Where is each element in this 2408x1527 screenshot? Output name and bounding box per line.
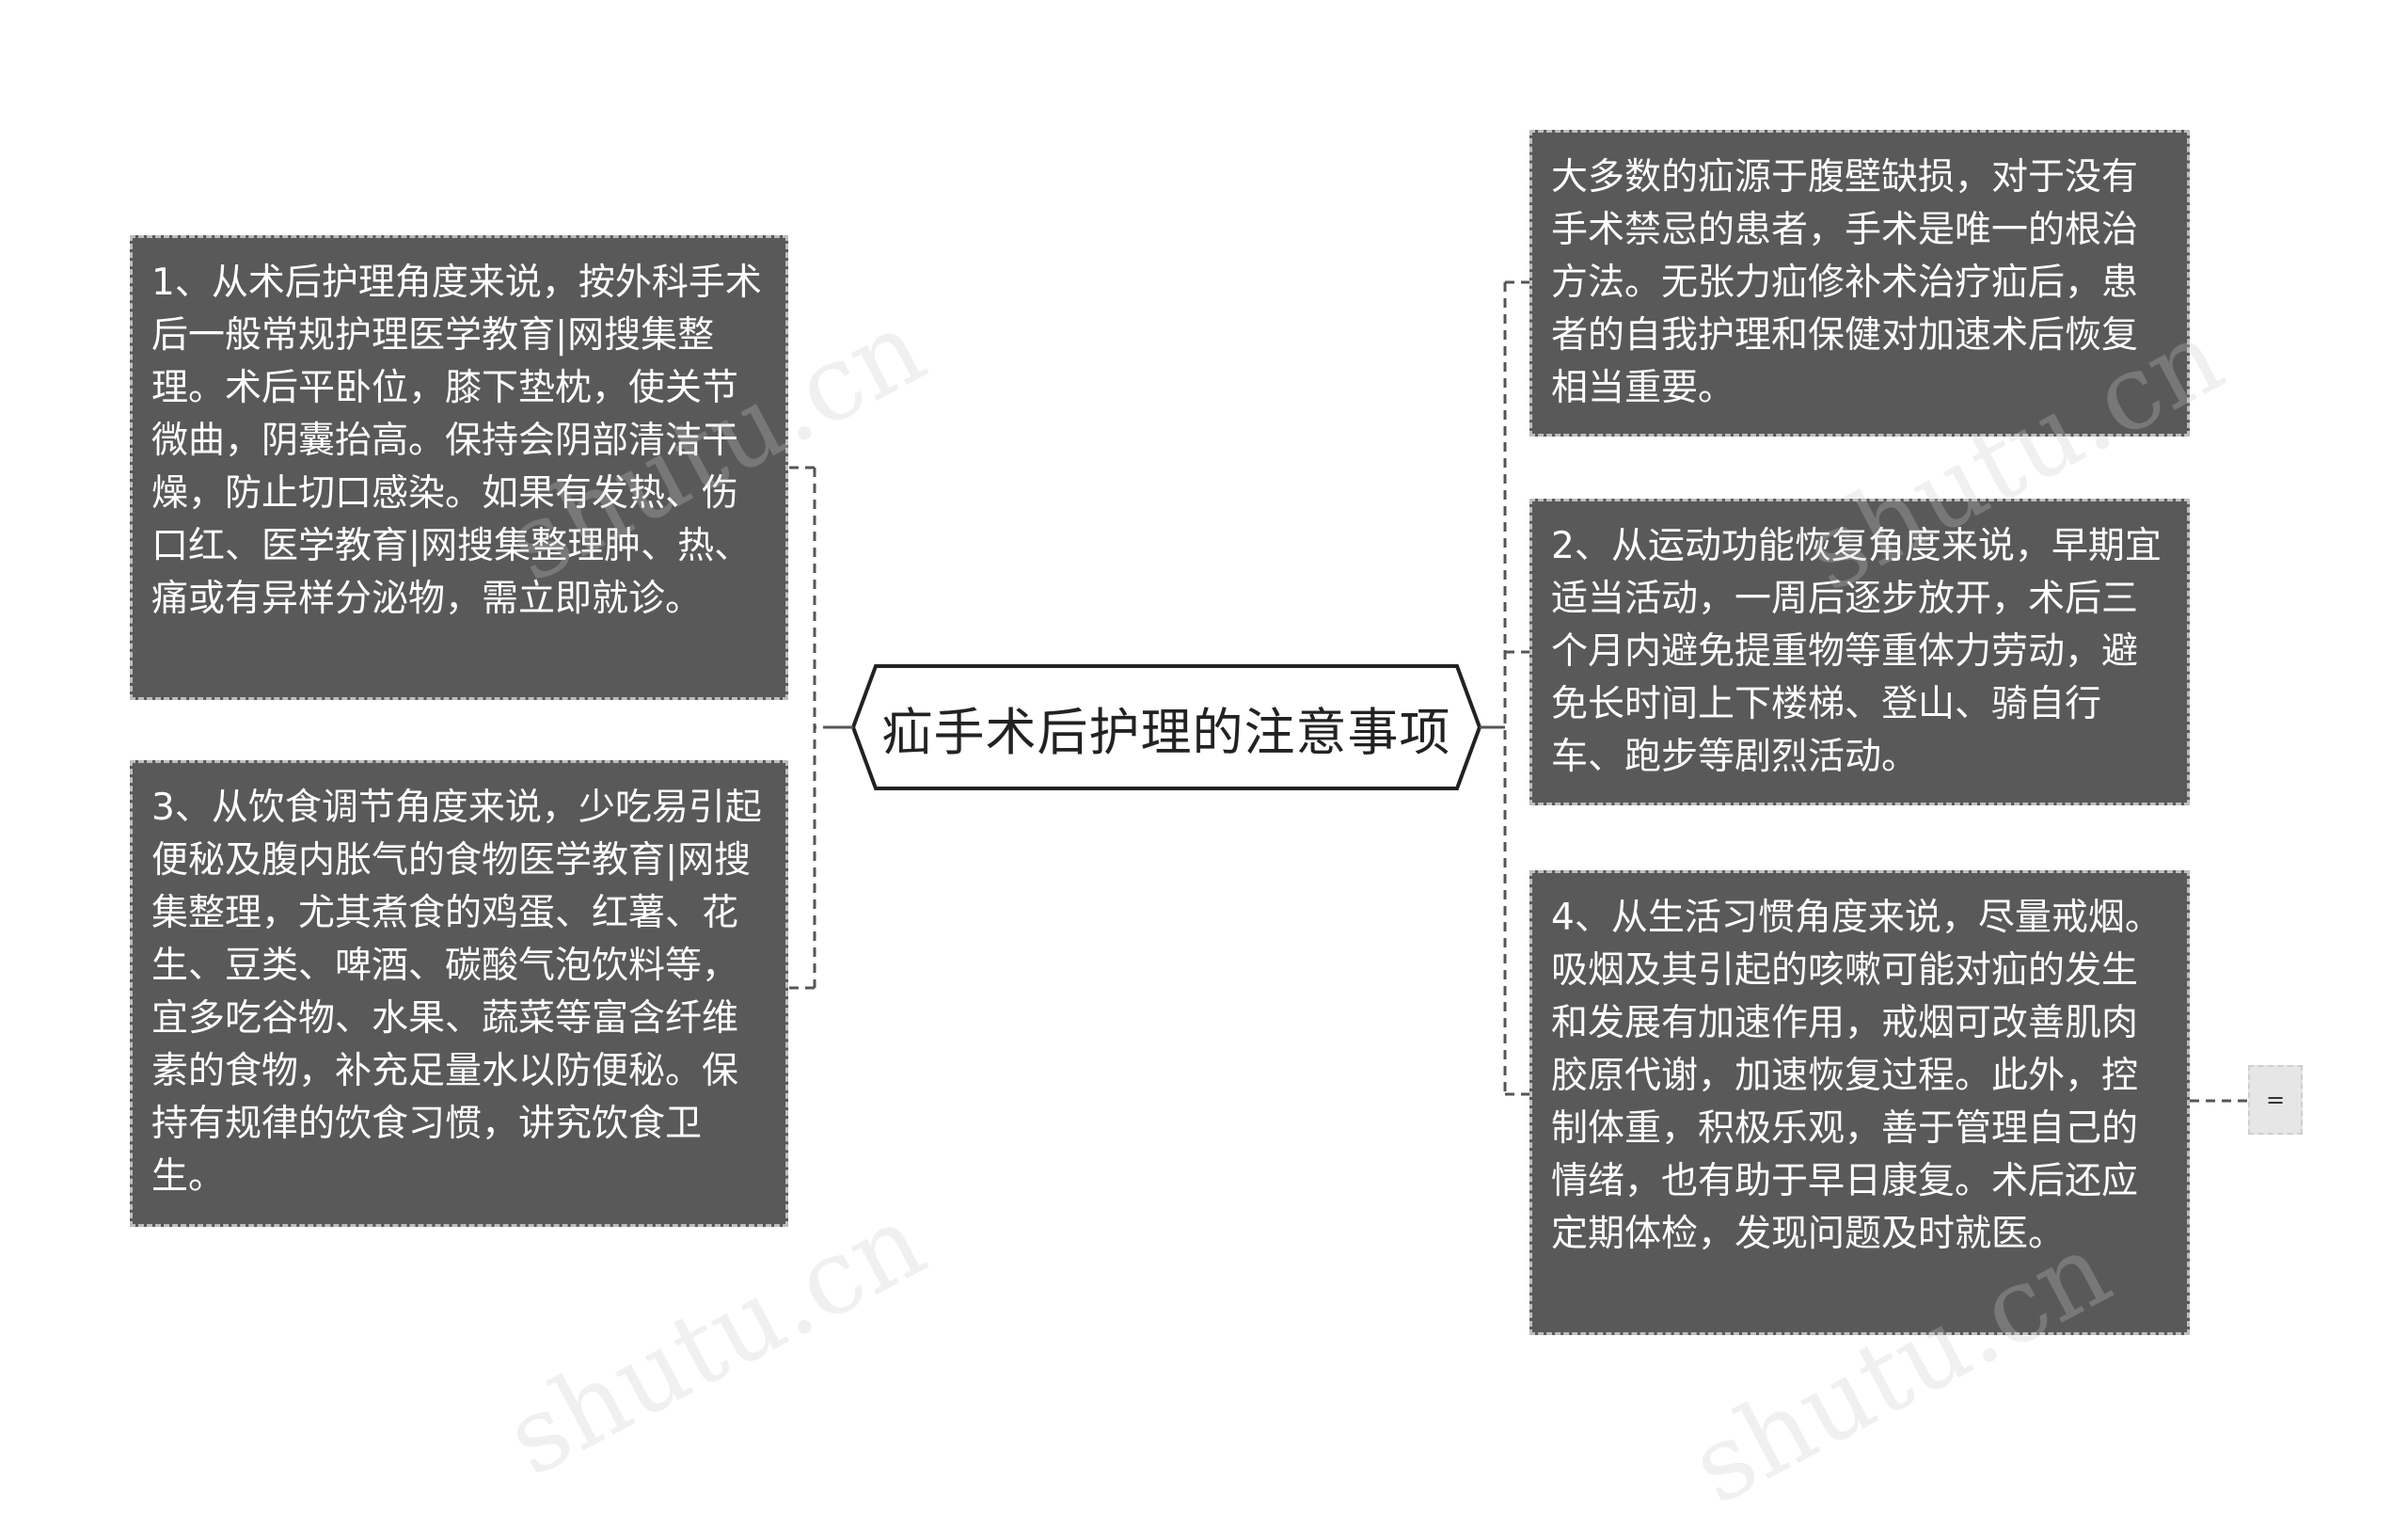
topic-node-text: 3、从饮食调节角度来说，少吃易引起便秘及腹内胀气的食物医学教育|网搜集整理，尤其… <box>151 787 762 1198</box>
topic-node-lifestyle[interactable]: 4、从生活习惯角度来说，尽量戒烟。吸烟及其引起的咳嗽可能对疝的发生和发展有加速作… <box>1529 870 2190 1335</box>
connector-left-trunk <box>813 468 832 988</box>
topic-node-text: 4、从生活习惯角度来说，尽量戒烟。吸烟及其引起的咳嗽可能对疝的发生和发展有加速作… <box>1551 897 2162 1255</box>
topic-node-intro[interactable]: 大多数的疝源于腹壁缺损，对于没有手术禁忌的患者，手术是唯一的根治方法。无张力疝修… <box>1529 130 2190 437</box>
topic-node-text: 大多数的疝源于腹壁缺损，对于没有手术禁忌的患者，手术是唯一的根治方法。无张力疝修… <box>1551 156 2139 409</box>
mindmap-canvas: 疝手术后护理的注意事项 1、从术后护理角度来说，按外科手术后一般常规护理医学教育… <box>130 130 2303 1527</box>
topic-node-diet[interactable]: 3、从饮食调节角度来说，少吃易引起便秘及腹内胀气的食物医学教育|网搜集整理，尤其… <box>130 760 788 1227</box>
connector-right-trunk <box>1500 282 1507 1094</box>
topic-node-text: 1、从术后护理角度来说，按外科手术后一般常规护理医学教育|网搜集整理。术后平卧位… <box>151 262 762 620</box>
topic-node-text: 2、从运动功能恢复角度来说，早期宜适当活动，一周后逐步放开，术后三个月内避免提重… <box>1551 525 2162 778</box>
center-topic-node[interactable]: 疝手术后护理的注意事项 <box>832 664 1500 790</box>
connector-lines <box>788 280 2248 1103</box>
topic-node-postop-care[interactable]: 1、从术后护理角度来说，按外科手术后一般常规护理医学教育|网搜集整理。术后平卧位… <box>130 235 788 700</box>
center-hexagon-shape <box>832 664 1500 790</box>
collapse-toggle-button[interactable]: = <box>2248 1065 2303 1135</box>
center-topic-label: 疝手术后护理的注意事项 <box>881 702 1451 762</box>
topic-node-exercise[interactable]: 2、从运动功能恢复角度来说，早期宜适当活动，一周后逐步放开，术后三个月内避免提重… <box>1529 499 2190 805</box>
